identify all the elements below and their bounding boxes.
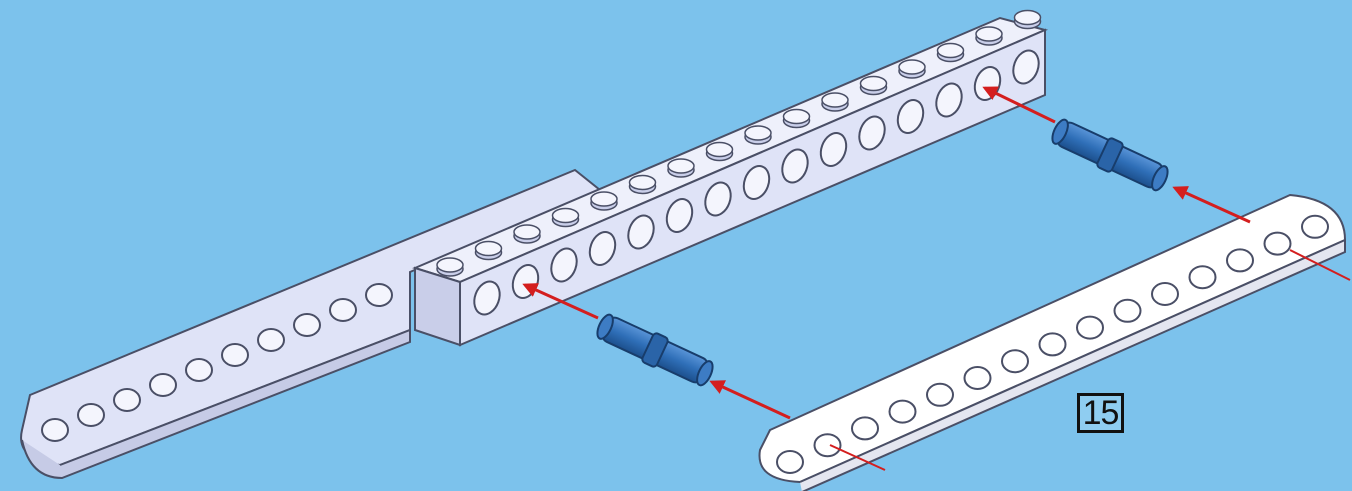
stud-top (630, 176, 656, 190)
beam-hole (1152, 283, 1178, 305)
beam-hole (150, 374, 176, 396)
beam-hole (1002, 350, 1028, 372)
long-beam-white (760, 195, 1346, 491)
technic-brick-1x16 (415, 11, 1045, 346)
beam-hole (1265, 233, 1291, 255)
stud-top (476, 242, 502, 256)
beam-hole (222, 344, 248, 366)
beam-hole (815, 434, 841, 456)
beam-hole (852, 417, 878, 439)
stud-top (1015, 11, 1041, 25)
beam-hole (965, 367, 991, 389)
red-arrow-icon (712, 382, 790, 418)
stud-top (514, 225, 540, 239)
stud-top (553, 209, 579, 223)
stud-top (707, 143, 733, 157)
stud-top (437, 258, 463, 272)
beam-hole (186, 359, 212, 381)
beam-hole (1040, 333, 1066, 355)
beam-hole (777, 451, 803, 473)
connector-pin-blue (593, 310, 717, 391)
beam-hole (1190, 266, 1216, 288)
connector-pin-blue (1048, 115, 1172, 196)
beam-hole (890, 401, 916, 423)
stud-top (745, 126, 771, 140)
stud-top (668, 159, 694, 173)
step-number-badge: 15 (1077, 393, 1124, 433)
beam-hole (1077, 317, 1103, 339)
beam-hole (330, 299, 356, 321)
step-number: 15 (1083, 394, 1119, 432)
red-arrow-icon (1175, 188, 1250, 222)
stud-top (861, 77, 887, 91)
beam-hole (1302, 216, 1328, 238)
beam-hole (294, 314, 320, 336)
beam-hole (927, 384, 953, 406)
beam-hole (42, 419, 68, 441)
beam-hole (258, 329, 284, 351)
stud-top (938, 44, 964, 58)
beam-holes (777, 216, 1328, 473)
stud-top (784, 110, 810, 124)
beam-hole (114, 389, 140, 411)
beam-hole (1115, 300, 1141, 322)
beam-hole (1227, 249, 1253, 271)
beam-hole (366, 284, 392, 306)
beam-hole (78, 404, 104, 426)
stud-top (591, 192, 617, 206)
stud-top (976, 27, 1002, 41)
stud-top (822, 93, 848, 107)
long-beam-lavender (21, 170, 600, 478)
stud-top (899, 60, 925, 74)
